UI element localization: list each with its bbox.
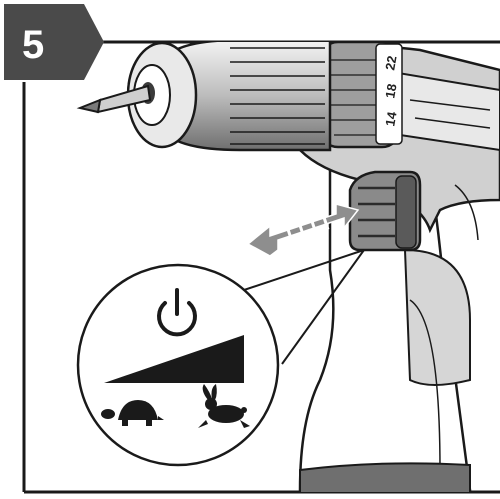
step-number: 5 (22, 23, 44, 67)
drill-chuck (128, 40, 330, 150)
torque-collar: 22 18 14 (320, 42, 402, 147)
step-badge: 5 (4, 4, 104, 80)
torque-number: 22 (382, 55, 399, 72)
drill-illustration: 22 18 14 (78, 40, 500, 494)
speed-callout (78, 265, 278, 465)
trigger-switch (350, 172, 420, 250)
torque-number: 18 (382, 83, 399, 100)
